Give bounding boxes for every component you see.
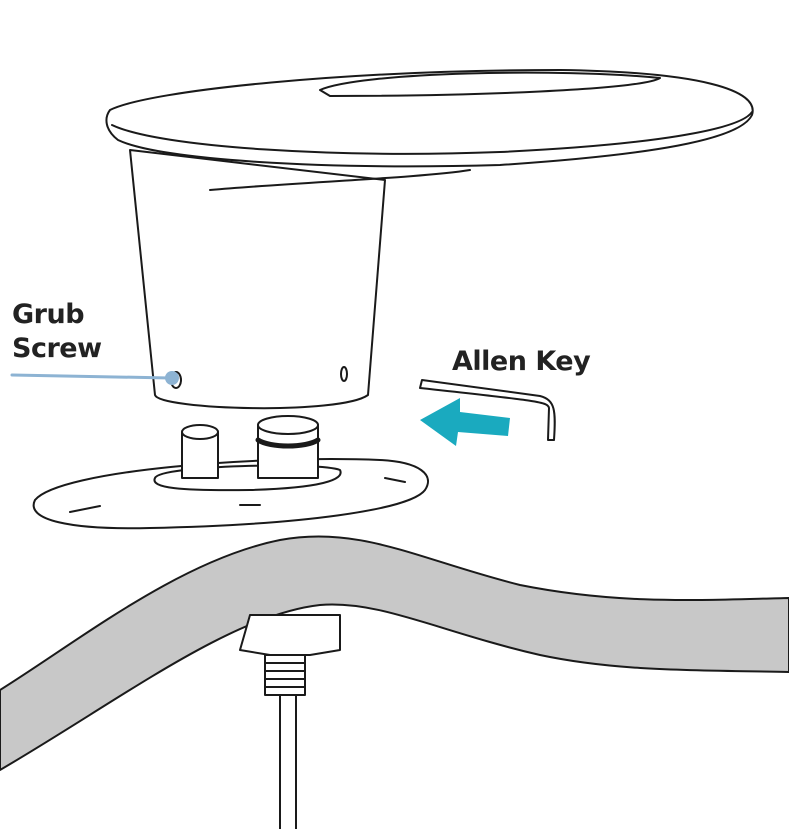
pin-left (181, 424, 219, 479)
grub-screw-marker (165, 371, 179, 385)
dispenser-lid (105, 69, 754, 168)
insert-arrow (420, 398, 510, 446)
dispenser-body (129, 149, 471, 410)
grub-screw-label: Grub Screw (12, 298, 102, 366)
mounting-plate (32, 458, 429, 530)
pin-right (255, 415, 321, 479)
allen-key (419, 379, 556, 441)
grub-screw-pointer (10, 373, 172, 380)
threaded-shank (239, 614, 341, 829)
worktop (0, 535, 789, 771)
grub-label-line1: Grub (12, 299, 85, 330)
grub-label-line2: Screw (12, 333, 102, 364)
allen-key-label: Allen Key (452, 346, 591, 377)
